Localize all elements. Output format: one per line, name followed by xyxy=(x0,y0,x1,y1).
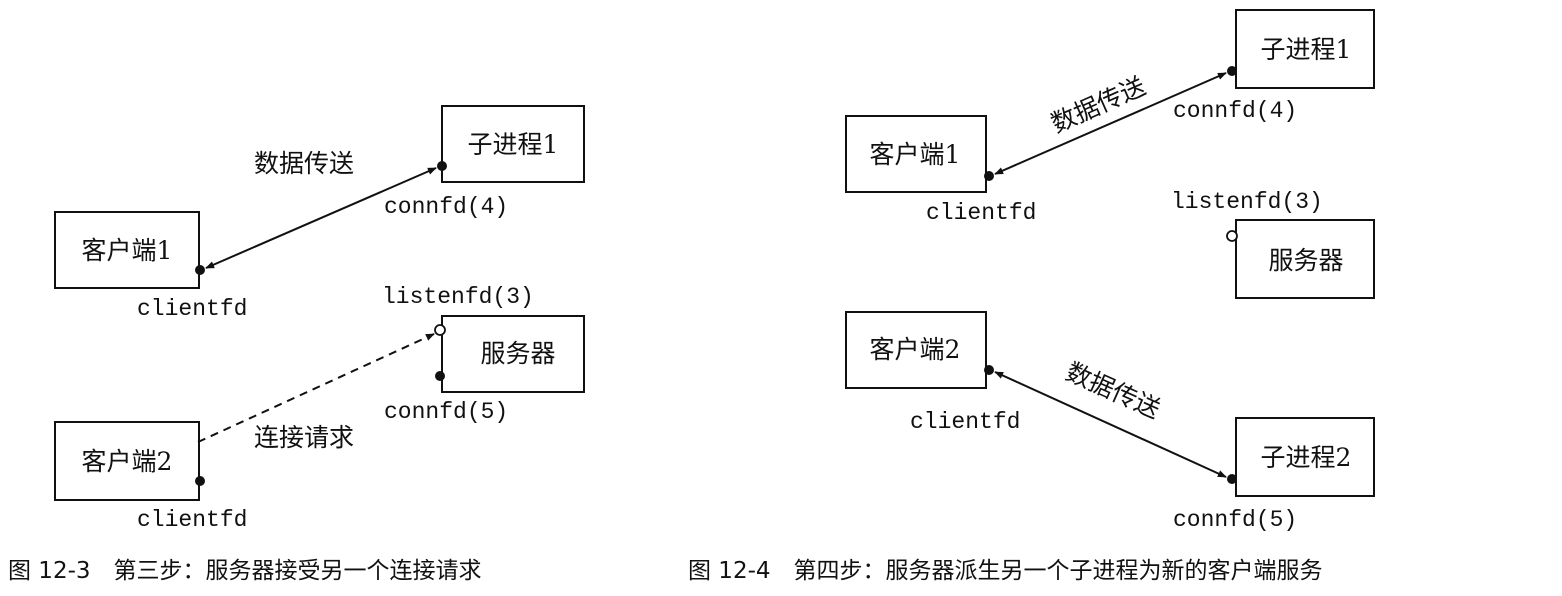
child1-label: 子进程1 xyxy=(1261,35,1352,64)
child2-fd-label: connfd(5) xyxy=(1173,507,1297,533)
server-conn-socket xyxy=(435,371,445,381)
client1-node: 客户端1 clientfd xyxy=(845,115,1036,226)
client2-node: 客户端2 clientfd xyxy=(54,421,247,533)
client1-fd-label: clientfd xyxy=(137,296,247,322)
client1-socket xyxy=(984,171,994,181)
client1-fd-label: clientfd xyxy=(926,200,1036,226)
server-conn-fd-label: connfd(5) xyxy=(384,399,508,425)
server-label: 服务器 xyxy=(480,339,555,368)
data-transfer-edge-top xyxy=(994,72,1227,175)
child1-node: 子进程1 connfd(4) xyxy=(384,105,585,220)
child2-socket xyxy=(1227,474,1237,484)
server-listen-fd-label: listenfd(3) xyxy=(382,284,534,310)
child1-fd-label: connfd(4) xyxy=(1173,98,1297,124)
client2-label: 客户端2 xyxy=(82,447,173,476)
data-transfer-label-bottom: 数据传送 xyxy=(1062,357,1165,424)
child1-node: 子进程1 connfd(4) xyxy=(1173,9,1375,124)
connection-request-label: 连接请求 xyxy=(254,423,354,452)
client1-socket xyxy=(195,265,205,275)
server-node: 服务器 listenfd(3) connfd(5) xyxy=(382,284,585,425)
client2-label: 客户端2 xyxy=(870,335,961,364)
data-transfer-label: 数据传送 xyxy=(254,149,354,178)
child1-label: 子进程1 xyxy=(468,130,559,159)
data-transfer-edge-bottom xyxy=(994,371,1227,478)
child2-node: 子进程2 connfd(5) xyxy=(1173,417,1375,533)
child2-label: 子进程2 xyxy=(1261,443,1352,472)
figure-12-3-caption: 图 12-3 第三步：服务器接受另一个连接请求 xyxy=(8,558,482,584)
child1-socket xyxy=(1227,66,1237,76)
figure-12-4-caption: 图 12-4 第四步：服务器派生另一个子进程为新的客户端服务 xyxy=(688,558,1323,584)
figure-12-3: 客户端1 clientfd 客户端2 clientfd 子进程1 connfd(… xyxy=(8,105,585,584)
child1-socket xyxy=(437,161,447,171)
server-node: 服务器 listenfd(3) xyxy=(1171,189,1375,299)
server-listen-fd-label: listenfd(3) xyxy=(1171,189,1323,215)
client2-fd-label: clientfd xyxy=(137,507,247,533)
server-listen-socket xyxy=(434,324,446,336)
client1-node: 客户端1 clientfd xyxy=(54,211,247,322)
client1-label: 客户端1 xyxy=(870,140,961,169)
server-label: 服务器 xyxy=(1268,246,1343,275)
server-listen-socket xyxy=(1226,230,1238,242)
data-transfer-edge xyxy=(205,167,437,269)
child1-fd-label: connfd(4) xyxy=(384,194,508,220)
figure-12-4: 子进程1 connfd(4) 客户端1 clientfd 服务器 listenf… xyxy=(688,9,1375,584)
client2-socket xyxy=(195,476,205,486)
connection-request-edge xyxy=(197,333,435,443)
client2-fd-label: clientfd xyxy=(910,409,1020,435)
client1-label: 客户端1 xyxy=(82,236,173,265)
client2-socket xyxy=(984,365,994,375)
client2-node: 客户端2 clientfd xyxy=(845,311,1020,435)
